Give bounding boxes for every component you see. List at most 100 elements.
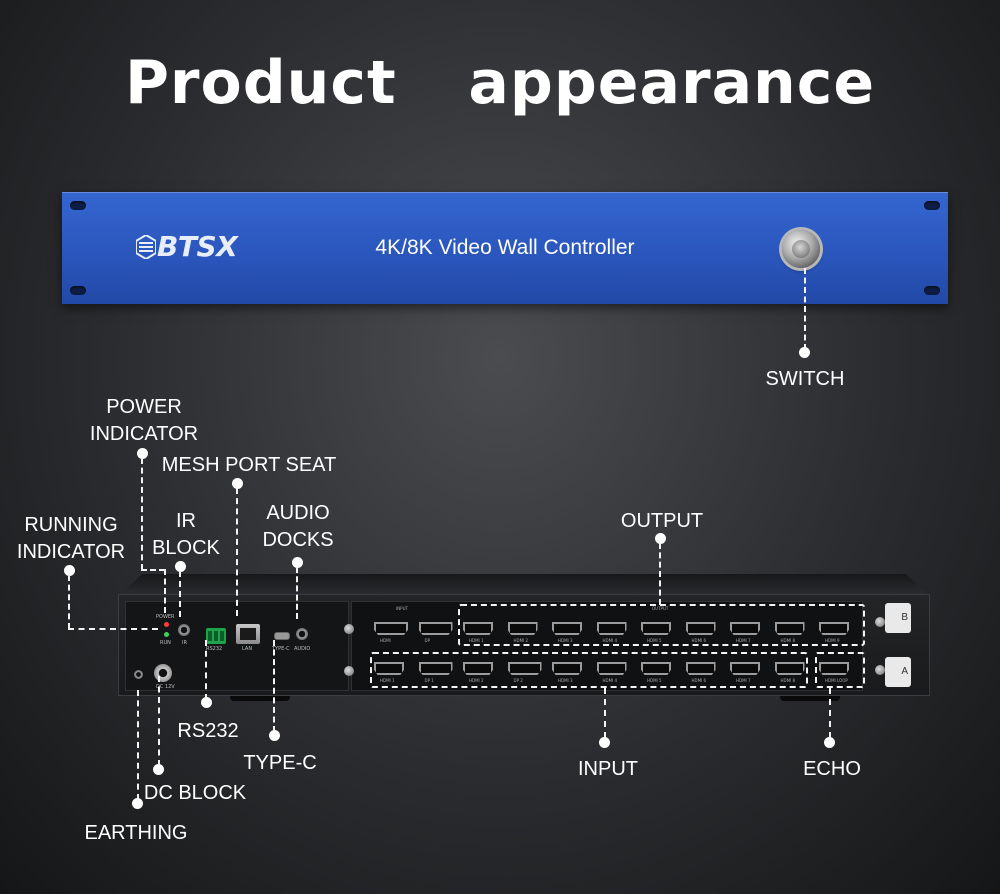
mesh-port-seat-dot [232,478,243,489]
run-led-label: RUN [160,640,171,646]
page-title: Product appearance [124,48,876,118]
bottom-port-10[interactable] [819,662,849,675]
earth-screw[interactable] [134,670,143,679]
echo-leader [829,688,831,738]
brand-name: BTSX [157,230,238,263]
top-port-6[interactable] [641,622,671,635]
top-port-0[interactable] [374,622,408,635]
ir-block-line1: IR [176,510,196,532]
power-led [164,622,169,627]
brand-logo: BTSX [136,230,238,263]
bottom-port-label-2: HDMI 2 [469,678,484,683]
echo-dot [824,737,835,748]
bottom-port-9[interactable] [774,662,805,675]
top-port-label-4: HDMI 3 [558,638,573,643]
type-c-port[interactable] [274,632,290,640]
audio-docks-leader [296,567,298,619]
dc-block-dot [153,764,164,775]
switch-callout-label: SWITCH [765,368,845,390]
top-port-label-7: HDMI 6 [691,638,707,643]
ir-block-leader [179,571,181,617]
top-port-1[interactable] [418,622,453,635]
bottom-port-1[interactable] [418,662,453,675]
top-port-4[interactable] [552,622,582,635]
ir-label: IR [182,640,187,646]
echo-callout-label: ECHO [803,758,861,780]
bottom-port-label-7: HDMI 6 [691,678,707,683]
running-indicator-callout-label: RUNNING INDICATOR [12,512,130,566]
rs232-leader [205,640,207,700]
earthing-callout-label: EARTHING [84,822,188,844]
chassis-top [118,574,930,596]
top-port-label-1: DP [424,638,431,643]
top-port-5[interactable] [596,622,627,635]
bottom-port-0[interactable] [374,662,404,675]
top-port-label-6: HDMI 5 [647,638,662,643]
top-port-label-9: HDMI 8 [780,638,796,643]
dc-power-jack[interactable] [154,664,172,682]
rs232-label: RS232 [206,646,223,652]
top-port-label-10: HDMI 9 [825,638,840,643]
bottom-port-7[interactable] [685,662,716,675]
bottom-port-6[interactable] [641,662,671,675]
switch-callout-dot [799,347,810,358]
top-port-label-2: HDMI 1 [469,638,484,643]
rs232-callout-label: RS232 [177,720,239,742]
rs232-terminal[interactable] [206,628,226,644]
input-callout-label: INPUT [578,758,638,780]
ir-block-line2: BLOCK [152,537,220,559]
bottom-port-2[interactable] [463,662,493,675]
running-indicator-line2: INDICATOR [16,541,126,563]
brand-mark-icon [136,235,156,259]
type-c-label: TYPE-C [272,646,290,652]
control-section: POWER RUN IR RS232 LAN TYPE-C AUDIO DC 1… [125,601,349,691]
echo-highlight-box [815,652,865,688]
bottom-port-label-6: HDMI 5 [647,678,662,683]
bottom-port-3[interactable] [507,662,542,675]
power-led-label: POWER [156,614,175,620]
rack-ear-hole [924,201,940,210]
bottom-port-label-3: DP 2 [513,678,523,683]
bottom-port-5[interactable] [596,662,627,675]
rack-ear-hole [70,201,86,210]
power-indicator-leader-h [141,569,165,571]
output-highlight-box [458,604,865,646]
chassis-foot [780,696,840,701]
rack-ear-hole [70,286,86,295]
run-led [164,632,169,637]
input-highlight-box [370,652,808,688]
dc-block-leader [158,676,160,766]
top-port-2[interactable] [463,622,493,635]
earthing-dot [132,798,143,809]
front-panel: BTSX 4K/8K Video Wall Controller [62,192,948,304]
bottom-port-label-0: HDMI 1 [380,678,395,683]
bottom-port-label-8: HDMI 7 [736,678,751,683]
lan-port[interactable] [236,624,260,644]
top-port-label-0: HDMI [380,638,391,643]
input-dot [599,737,610,748]
bottom-port-8[interactable] [730,662,760,675]
mesh-port-seat-callout-label: MESH PORT SEAT [161,454,337,476]
bottom-port-label-10: HDMI LOOP [825,678,848,683]
earthing-leader [137,690,139,800]
running-indicator-dot [64,565,75,576]
bottom-port-4[interactable] [552,662,582,675]
top-port-9[interactable] [774,622,805,635]
rs232-dot [201,697,212,708]
ir-jack[interactable] [178,624,190,636]
top-port-label-3: HDMI 2 [513,638,529,643]
audio-jack[interactable] [296,628,308,640]
top-port-7[interactable] [685,622,716,635]
rack-ear-hole [924,286,940,295]
top-port-8[interactable] [730,622,760,635]
power-switch-button[interactable] [782,230,820,268]
top-port-3[interactable] [507,622,538,635]
power-indicator-leader-v2 [164,569,166,613]
chassis-foot [230,696,290,701]
top-port-10[interactable] [819,622,849,635]
output-dot [655,533,666,544]
lan-label: LAN [242,646,253,652]
audio-docks-callout-label: AUDIO DOCKS [258,500,338,554]
bottom-port-label-9: HDMI 8 [780,678,796,683]
input-header-label: INPUT [396,606,408,611]
